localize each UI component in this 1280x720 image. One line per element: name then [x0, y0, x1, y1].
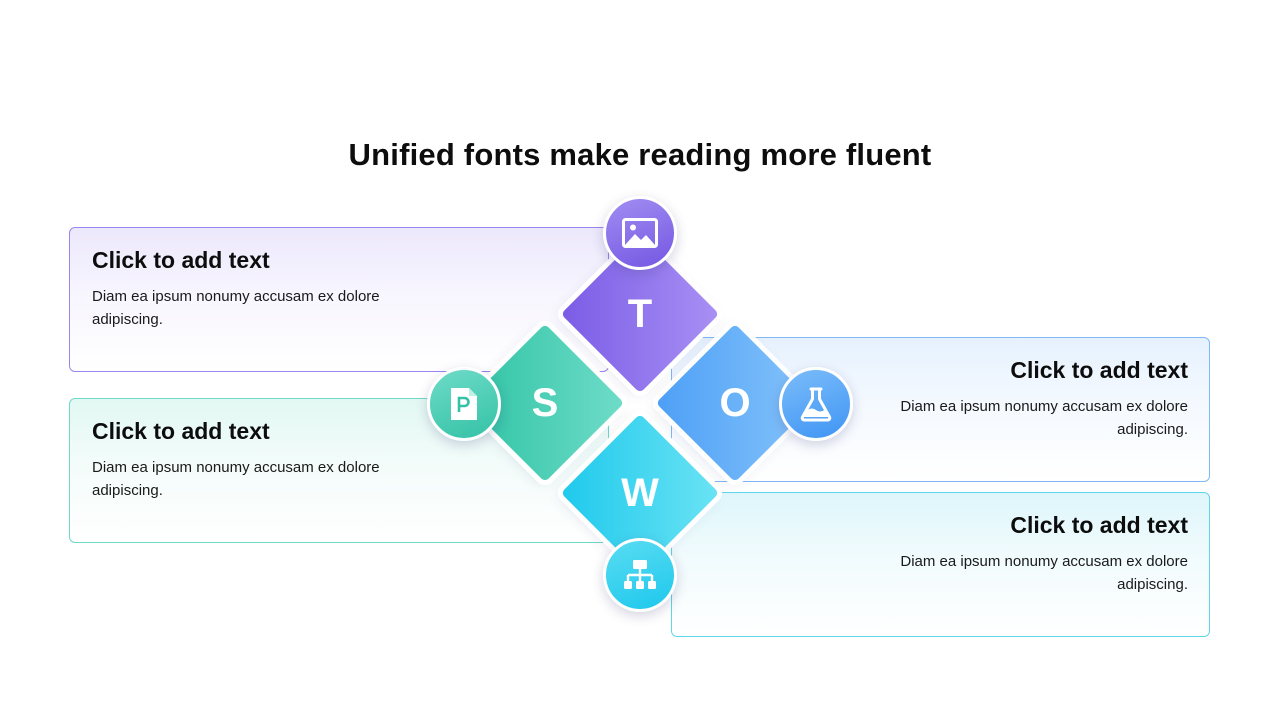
document-p-icon [451, 388, 477, 420]
card-weaknesses[interactable]: Click to add text Diam ea ipsum nonumy a… [671, 492, 1210, 637]
letter-s: S [531, 381, 559, 425]
card-body[interactable]: Diam ea ipsum nonumy accusam ex dolore a… [900, 553, 1188, 593]
card-threats[interactable]: Click to add text Diam ea ipsum nonumy a… [69, 227, 609, 372]
card-body[interactable]: Diam ea ipsum nonumy accusam ex dolore a… [92, 288, 380, 328]
badge-o [779, 367, 853, 441]
card-body[interactable]: Diam ea ipsum nonumy accusam ex dolore a… [900, 398, 1188, 438]
card-heading[interactable]: Click to add text [1010, 512, 1188, 538]
flask-icon [800, 387, 832, 422]
card-heading[interactable]: Click to add text [92, 418, 270, 444]
card-heading[interactable]: Click to add text [92, 247, 270, 273]
badge-w [603, 538, 677, 612]
page-title: Unified fonts make reading more fluent [348, 137, 932, 172]
card-heading[interactable]: Click to add text [1010, 357, 1188, 383]
letter-t: T [627, 292, 653, 336]
badge-s [427, 367, 501, 441]
org-chart-icon [624, 560, 656, 589]
card-body[interactable]: Diam ea ipsum nonumy accusam ex dolore a… [92, 459, 380, 499]
letter-w: W [621, 471, 659, 515]
image-icon [622, 218, 658, 248]
badge-t [603, 196, 677, 270]
letter-o: O [719, 381, 751, 425]
